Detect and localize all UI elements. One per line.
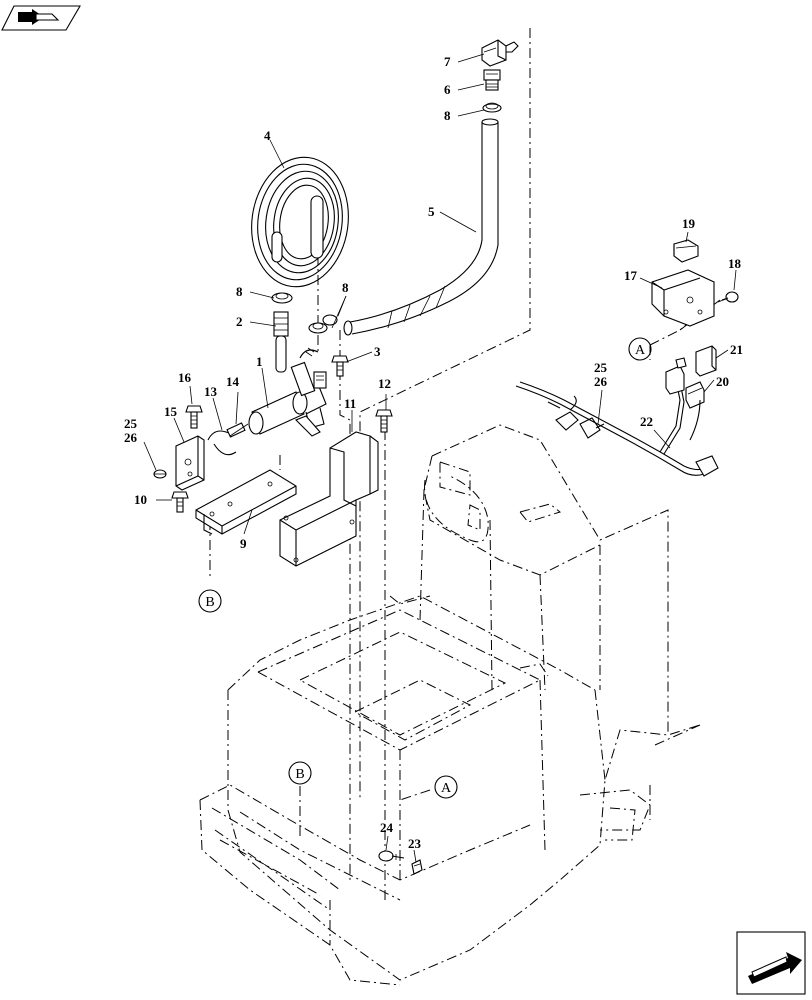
screw-25-26-left xyxy=(153,469,167,479)
callout-8: 8 xyxy=(236,284,243,299)
callout-25: 25 xyxy=(594,360,608,375)
callout-leaders xyxy=(143,53,737,863)
relay-21 xyxy=(695,345,717,377)
bolt-3 xyxy=(331,355,349,377)
callout-22: 22 xyxy=(640,414,653,429)
callout-25: 25 xyxy=(124,416,138,431)
reference-letter-b: B xyxy=(295,767,304,782)
bracket-9 xyxy=(195,469,297,535)
callout-26: 26 xyxy=(594,374,608,389)
fuel-pump-1 xyxy=(248,347,327,437)
wire-lead-13-14 xyxy=(207,422,249,456)
bolt-16 xyxy=(185,405,203,429)
reference-circle-b-top: B xyxy=(198,589,222,613)
callout-4: 4 xyxy=(264,128,271,143)
reference-circle-a-bottom: A xyxy=(434,775,458,799)
reference-letter-a: A xyxy=(441,781,452,796)
part-callouts: 7 6 8 5 4 8 8 2 1 3 11 12 16 13 14 15 25… xyxy=(124,54,743,851)
callout-23: 23 xyxy=(408,836,422,851)
drain-hose-5 xyxy=(343,118,499,336)
bolt-10 xyxy=(171,491,189,513)
callout-21: 21 xyxy=(730,342,743,357)
reference-circle-a-top: A xyxy=(628,337,652,361)
elbow-fitting-7 xyxy=(481,39,519,67)
callout-1: 1 xyxy=(256,354,263,369)
reference-letter-b: B xyxy=(205,595,214,610)
callout-7: 7 xyxy=(444,54,451,69)
callout-24: 24 xyxy=(380,820,394,835)
reference-circle-b-bottom: B xyxy=(288,761,312,785)
bolt-24 xyxy=(378,850,405,862)
callout-19: 19 xyxy=(682,216,696,231)
hose-clamp-8-left xyxy=(271,292,293,304)
callout-20: 20 xyxy=(716,374,729,389)
callout-12: 12 xyxy=(378,376,391,391)
callout-9: 9 xyxy=(240,536,247,551)
bracket-17 xyxy=(651,269,715,327)
cab-floor-outline xyxy=(199,595,701,986)
relay-15 xyxy=(175,435,205,491)
hydraulic-tank-outline xyxy=(419,424,669,735)
callout-16: 16 xyxy=(178,370,192,385)
callout-26: 26 xyxy=(124,430,138,445)
hose-piece-2 xyxy=(273,311,289,373)
callout-10: 10 xyxy=(134,492,147,507)
bolt-18 xyxy=(717,291,739,303)
hose-clamp-8-right xyxy=(308,314,338,334)
assembly-leader-lines xyxy=(209,28,721,900)
callout-8: 8 xyxy=(342,280,349,295)
clip-23 xyxy=(411,859,423,875)
callout-2: 2 xyxy=(236,314,243,329)
callout-18: 18 xyxy=(728,256,742,271)
switch-19 xyxy=(673,239,699,263)
callout-6: 6 xyxy=(444,82,451,97)
bolt-12 xyxy=(375,409,393,433)
callout-13: 13 xyxy=(204,384,218,399)
coiled-hose-4 xyxy=(251,156,349,288)
cover-11 xyxy=(279,431,379,567)
callout-14: 14 xyxy=(226,374,240,389)
callout-11: 11 xyxy=(344,396,356,411)
callout-3: 3 xyxy=(374,344,381,359)
callout-5: 5 xyxy=(428,204,435,219)
book-arrow-icon[interactable] xyxy=(1,5,81,31)
reference-letter-a: A xyxy=(635,343,646,358)
callout-17: 17 xyxy=(624,268,638,283)
next-page-arrow-icon[interactable] xyxy=(736,931,806,995)
connector-20 xyxy=(685,381,705,409)
wire-harness-22 xyxy=(515,357,719,477)
callout-8: 8 xyxy=(444,108,451,123)
callout-15: 15 xyxy=(164,404,178,419)
straight-fitting-6 xyxy=(483,69,501,91)
hose-clamp-8-top xyxy=(482,102,502,113)
